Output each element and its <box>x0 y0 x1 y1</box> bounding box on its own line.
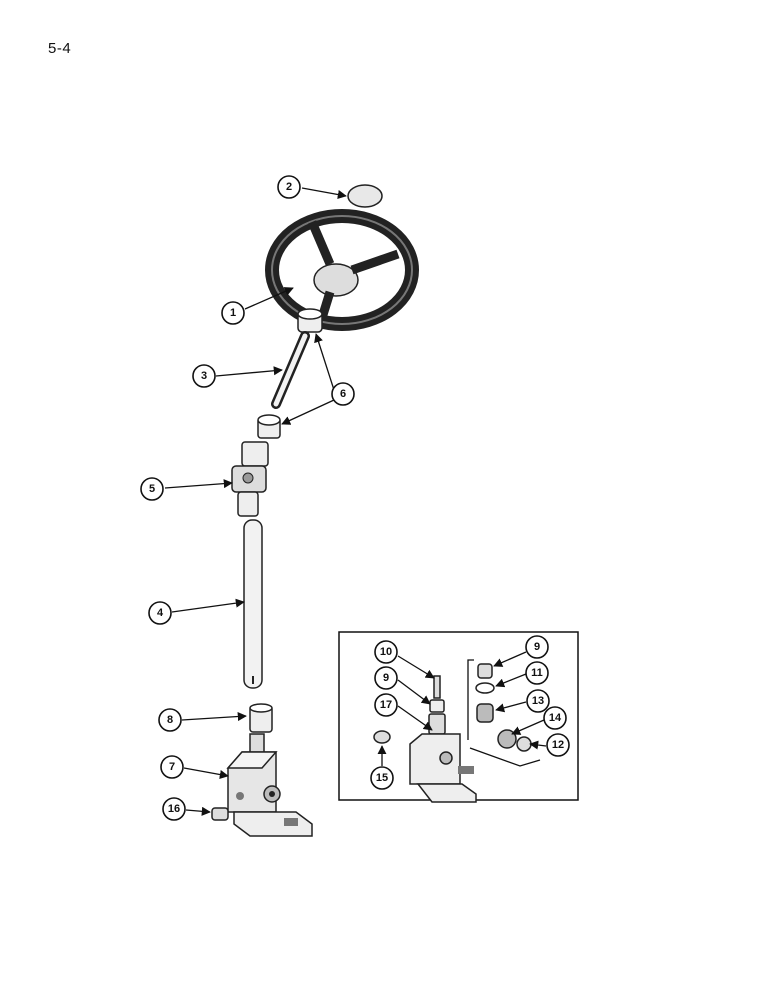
upper-bushing-part <box>297 308 323 333</box>
svg-text:15: 15 <box>376 772 388 784</box>
inset-callout-14: 14 <box>543 706 567 730</box>
inset-callout-12: 12 <box>546 733 570 757</box>
svg-text:14: 14 <box>549 712 562 724</box>
callout-2: 2 <box>277 175 301 199</box>
inset-callout-17: 17 <box>374 693 398 717</box>
svg-text:7: 7 <box>169 761 175 773</box>
inset-valve-body-part <box>373 675 477 803</box>
svg-text:13: 13 <box>532 695 544 707</box>
inset-callout-9-right: 9 <box>525 635 549 659</box>
svg-text:8: 8 <box>167 714 173 726</box>
svg-text:11: 11 <box>531 667 543 679</box>
steering-wheel-part <box>265 209 419 331</box>
page-number: 5-4 <box>48 40 72 57</box>
callout-3: 3 <box>192 364 216 388</box>
inset-bracket-line <box>467 659 474 740</box>
callout-1: 1 <box>221 301 245 325</box>
svg-text:9: 9 <box>534 641 540 653</box>
callout-6: 6 <box>331 382 355 406</box>
coupler-part <box>249 703 273 733</box>
svg-text:6: 6 <box>340 388 346 400</box>
steering-valve-part <box>226 733 313 837</box>
universal-joint-part <box>231 441 269 517</box>
svg-text:9: 9 <box>383 672 389 684</box>
svg-text:5: 5 <box>149 483 155 495</box>
svg-text:1: 1 <box>230 307 236 319</box>
fitting-part <box>211 807 229 821</box>
lower-shaft-part <box>243 519 263 689</box>
svg-text:10: 10 <box>380 646 392 658</box>
lower-bushing-part <box>257 414 281 439</box>
inset-callout-9-left: 9 <box>374 666 398 690</box>
inset-callout-11: 11 <box>525 661 549 685</box>
svg-text:12: 12 <box>552 739 564 751</box>
inset-callout-15: 15 <box>370 766 394 790</box>
callout-5: 5 <box>140 477 164 501</box>
horn-cap-part <box>347 184 383 208</box>
inset-callout-10: 10 <box>374 640 398 664</box>
callout-7: 7 <box>160 755 184 779</box>
callout-4: 4 <box>148 601 172 625</box>
svg-text:3: 3 <box>201 370 207 382</box>
callout-8: 8 <box>158 708 182 732</box>
callout-16: 16 <box>162 797 186 821</box>
svg-text:16: 16 <box>168 803 180 815</box>
svg-text:2: 2 <box>286 181 292 193</box>
svg-text:4: 4 <box>157 607 164 619</box>
inset-callout-13: 13 <box>526 689 550 713</box>
svg-text:17: 17 <box>380 699 392 711</box>
